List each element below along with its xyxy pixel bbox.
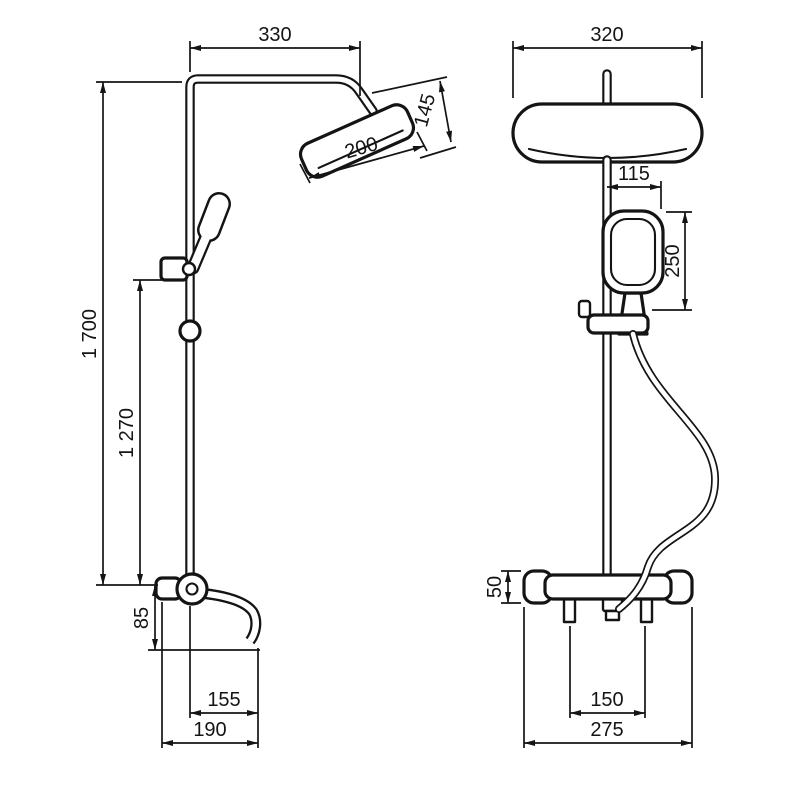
dimension-label: 85 — [131, 607, 153, 629]
dim-mixer-width: 275 — [523, 607, 693, 748]
dim-hand-shower-offset: 115 — [607, 163, 662, 209]
dimension-label: 330 — [258, 24, 291, 46]
hand-shower-head — [601, 209, 665, 295]
dim-head-width: 320 — [512, 24, 703, 98]
holder-pivot — [181, 261, 197, 277]
dimension-label: 155 — [207, 689, 240, 711]
dimension-label: 1 270 — [116, 408, 138, 458]
extension-lines — [96, 81, 182, 586]
dim-arm-reach: 330 — [189, 24, 361, 96]
hand-shower-front — [601, 209, 665, 336]
extension-lines — [299, 131, 428, 184]
shower-hose-core — [616, 331, 718, 612]
dimension-label: 250 — [662, 244, 684, 277]
front-view: 320 115 250 50 150 2 — [484, 24, 720, 748]
dimension-line — [438, 80, 453, 143]
dim-mixer-height: 50 — [484, 570, 521, 604]
extension-lines — [501, 570, 521, 604]
hand-shower-head-core — [199, 194, 229, 240]
dimension-label: 150 — [590, 689, 623, 711]
mixer-axis-detail — [185, 582, 199, 596]
overhead-shower-body — [511, 102, 704, 164]
dimension-label: 190 — [193, 719, 226, 741]
extension-lines — [371, 76, 457, 159]
extension-lines — [189, 606, 259, 748]
slider-bracket — [586, 313, 650, 335]
shower-hose-outline — [615, 330, 720, 613]
bracket-lever — [577, 299, 592, 319]
dim-spout-reach: 155 — [189, 606, 259, 748]
extension-lines — [523, 607, 693, 748]
dimension-label: 50 — [484, 576, 506, 598]
hand-shower-handle-core — [188, 225, 214, 273]
hand-shower-face-line — [609, 217, 657, 287]
slider-ring — [178, 319, 202, 343]
riser-arm-pipe-core — [187, 76, 376, 601]
dimension-line — [308, 145, 425, 179]
hand-shower-side — [186, 192, 231, 275]
dimension-label: 275 — [590, 719, 623, 741]
dim-spout-drop: 85 — [131, 585, 260, 651]
side-view: 330 145 200 1 700 1 270 — [79, 24, 457, 748]
dim-total-height: 1 700 — [79, 81, 182, 586]
dim-overall-depth: 190 — [161, 602, 258, 748]
dim-riser-height: 1 270 — [116, 279, 173, 585]
mixer-body — [543, 573, 673, 601]
dimension-label: 115 — [618, 163, 650, 185]
bath-spout-core — [199, 589, 260, 643]
dimension-label: 320 — [590, 24, 623, 46]
dim-hand-shower-length: 250 — [652, 211, 692, 311]
right-connection-stub — [639, 596, 654, 624]
extension-lines — [569, 626, 646, 718]
overhead-shower-front — [511, 102, 704, 164]
dim-connection-spacing: 150 — [569, 626, 646, 718]
mixer-front — [522, 569, 694, 624]
dimension-label: 1 700 — [79, 309, 101, 359]
hose-nut — [604, 609, 621, 622]
dimension-label: 145 — [410, 91, 440, 129]
extension-lines — [189, 41, 361, 96]
left-connection-stub — [562, 596, 577, 624]
mixer-side — [154, 572, 262, 645]
mixer-body-side — [175, 572, 209, 606]
